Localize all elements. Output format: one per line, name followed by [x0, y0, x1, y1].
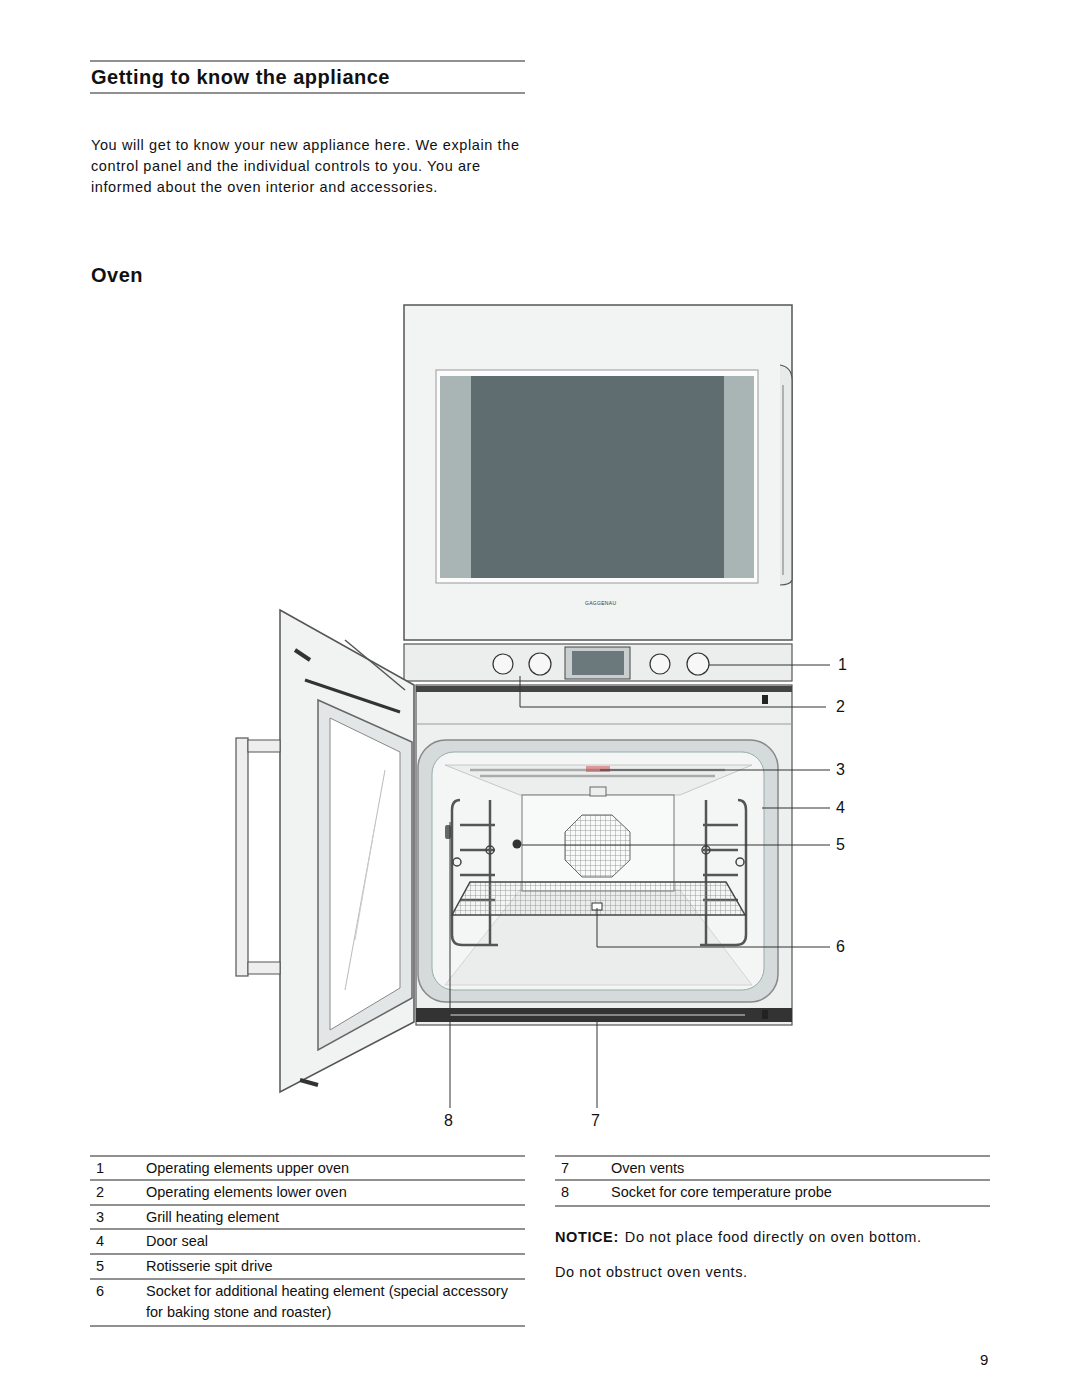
callout-number: 7	[589, 1111, 602, 1132]
table-number: 2	[96, 1182, 104, 1203]
callout-number: 3	[834, 760, 847, 781]
brand-logo: GAGGENAU	[585, 600, 616, 607]
table-cell: Grill heating element	[146, 1207, 516, 1228]
table-number: 7	[561, 1158, 569, 1179]
callout-number: 4	[834, 798, 847, 819]
notice-text: Do not obstruct oven vents.	[555, 1263, 748, 1282]
page-number: 9	[980, 1350, 988, 1370]
table-cell: Rotisserie spit drive	[146, 1256, 516, 1277]
table-cell: Operating elements upper oven	[146, 1158, 516, 1179]
table-number: 4	[96, 1231, 104, 1252]
table-cell: Socket for core temperature probe	[611, 1182, 981, 1203]
table-number: 1	[96, 1158, 104, 1179]
intro-text: You will get to know your new appliance …	[91, 135, 531, 198]
table-cell: Socket for additional heating element (s…	[146, 1281, 516, 1323]
table-number: 6	[96, 1281, 104, 1302]
callout-number: 2	[834, 697, 847, 718]
table-number: 5	[96, 1256, 104, 1277]
callout-number: 5	[834, 835, 847, 856]
table-number: 8	[561, 1182, 569, 1203]
callout-number: 8	[442, 1111, 455, 1132]
table-number: 3	[96, 1207, 104, 1228]
section-heading: Oven	[91, 262, 143, 288]
table-cell: Oven vents	[611, 1158, 981, 1179]
notice-text: Do not place food directly on oven botto…	[625, 1228, 922, 1247]
page-title: Getting to know the appliance	[91, 64, 390, 90]
callout-number: 6	[834, 937, 847, 958]
table-cell: Door seal	[146, 1231, 516, 1252]
callout-number: 1	[836, 655, 849, 676]
notice-label: NOTICE:	[555, 1228, 619, 1247]
table-cell: Operating elements lower oven	[146, 1182, 516, 1203]
